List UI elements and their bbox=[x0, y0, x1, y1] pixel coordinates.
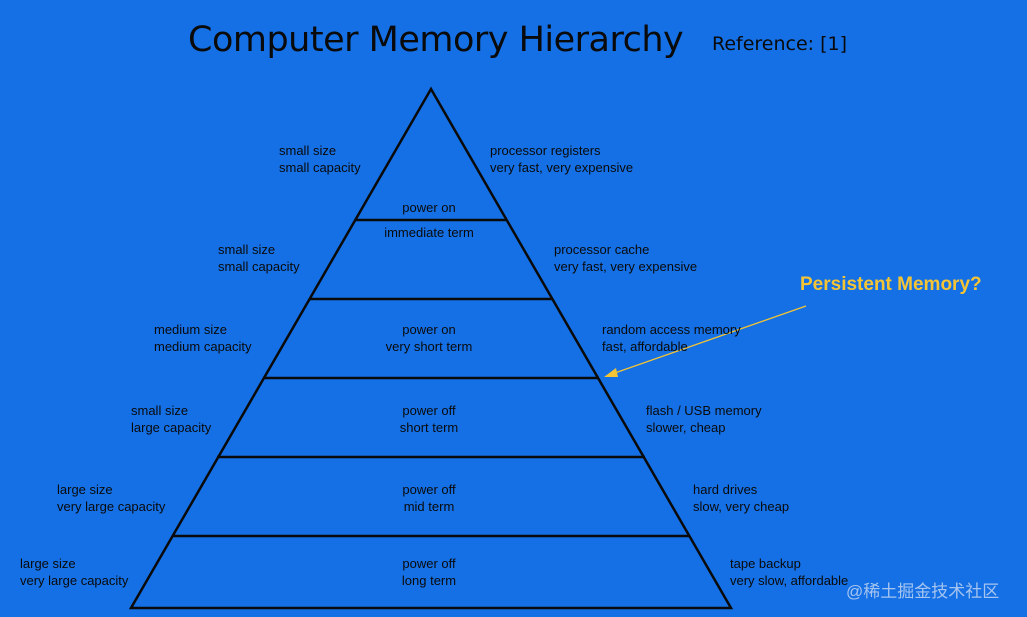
tier-5-left-label: large size very large capacity bbox=[57, 481, 165, 515]
callout-arrowhead bbox=[604, 368, 618, 377]
tier-2-center-label: immediate term bbox=[384, 224, 474, 241]
tier-4-term: short term bbox=[399, 420, 459, 435]
tier-6-center-label: power off long term bbox=[402, 555, 456, 589]
tier-5-speed-cost: slow, very cheap bbox=[693, 499, 790, 514]
watermark: @稀土掘金技术社区 bbox=[846, 582, 1000, 601]
tier-2-term: immediate term bbox=[384, 225, 474, 240]
tier-1-speed-cost: very fast, very expensive bbox=[490, 160, 634, 175]
tier-6-term: long term bbox=[401, 573, 457, 588]
tier-6-right-label: tape backup very slow, affordable bbox=[730, 555, 848, 589]
tier-3-capacity: medium capacity bbox=[154, 339, 252, 354]
tier-6-power: power off bbox=[402, 556, 456, 571]
tier-6-technology: tape backup bbox=[730, 556, 801, 571]
tier-2-right-label: processor cache very fast, very expensiv… bbox=[554, 241, 697, 275]
tier-4-speed-cost: slower, cheap bbox=[646, 420, 726, 435]
tier-6-capacity: very large capacity bbox=[20, 573, 129, 588]
tier-6-left-label: large size very large capacity bbox=[20, 555, 128, 589]
tier-6-size: large size bbox=[20, 556, 76, 571]
tier-1-left-label: small size small capacity bbox=[279, 142, 361, 176]
reference-note: Reference: [1] bbox=[712, 33, 848, 55]
tier-2-capacity: small capacity bbox=[218, 259, 300, 274]
tier-4-right-label: flash / USB memory slower, cheap bbox=[646, 402, 762, 436]
tier-2-technology: processor cache bbox=[554, 242, 650, 257]
tier-4-capacity: large capacity bbox=[131, 420, 212, 435]
tier-1-size: small size bbox=[279, 143, 337, 158]
tier-4-size: small size bbox=[131, 403, 189, 418]
tier-4-technology: flash / USB memory bbox=[646, 403, 762, 418]
tier-1-power: power on bbox=[402, 200, 456, 215]
tier-5-capacity: very large capacity bbox=[57, 499, 166, 514]
tier-5-center-label: power off mid term bbox=[402, 481, 455, 515]
tier-5-term: mid term bbox=[403, 499, 455, 514]
tier-1-right-label: processor registers very fast, very expe… bbox=[490, 142, 633, 176]
tier-1-capacity: small capacity bbox=[279, 160, 361, 175]
tier-6-speed-cost: very slow, affordable bbox=[730, 573, 849, 588]
pyramid-outline bbox=[128, 86, 734, 610]
tier-3-right-label: random access memory fast, affordable bbox=[602, 321, 741, 355]
tier-4-left-label: small size large capacity bbox=[131, 402, 211, 436]
tier-5-right-label: hard drives slow, very cheap bbox=[693, 481, 789, 515]
persistent-memory-callout: Persistent Memory? bbox=[800, 274, 982, 295]
tier-2-size: small size bbox=[218, 242, 276, 257]
tier-4-power: power off bbox=[402, 403, 456, 418]
tier-4-center-label: power off short term bbox=[400, 402, 459, 436]
tier-3-power: power on bbox=[402, 322, 456, 337]
diagram-title: Computer Memory Hierarchy bbox=[188, 20, 684, 60]
tier-5-size: large size bbox=[57, 482, 113, 497]
tier-1-center-label: power on bbox=[402, 199, 455, 216]
tier-3-size: medium size bbox=[154, 322, 227, 337]
tier-3-center-label: power on very short term bbox=[386, 321, 473, 355]
tier-3-left-label: medium size medium capacity bbox=[154, 321, 252, 355]
tier-3-speed-cost: fast, affordable bbox=[602, 339, 688, 354]
tier-5-technology: hard drives bbox=[693, 482, 758, 497]
tier-3-term: very short term bbox=[385, 339, 473, 354]
tier-2-left-label: small size small capacity bbox=[218, 241, 300, 275]
tier-2-speed-cost: very fast, very expensive bbox=[554, 259, 698, 274]
callout-arrow bbox=[611, 305, 807, 375]
tier-1-technology: processor registers bbox=[490, 143, 601, 158]
tier-5-power: power off bbox=[402, 482, 456, 497]
tier-3-technology: random access memory bbox=[602, 322, 741, 337]
